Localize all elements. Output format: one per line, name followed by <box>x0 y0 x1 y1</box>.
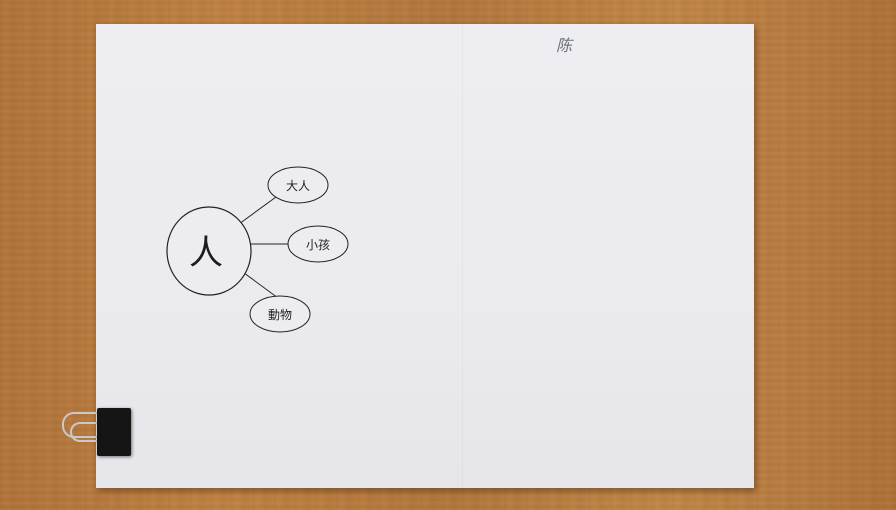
connector-line <box>239 269 279 299</box>
branch-label: 大人 <box>286 179 310 193</box>
center-node-label: 人 <box>189 233 223 273</box>
handwritten-signature: 陈 <box>556 36 572 55</box>
binder-clip-handle <box>62 412 102 438</box>
branch-label: 小孩 <box>306 238 330 252</box>
branch-label: 動物 <box>268 308 292 322</box>
branch-node <box>287 225 349 263</box>
binder-clip <box>97 408 131 456</box>
connector-line <box>238 196 277 225</box>
branch-node <box>267 166 329 204</box>
binder-clip-handle <box>70 422 102 442</box>
center-node <box>166 206 252 296</box>
branch-node <box>249 295 311 333</box>
